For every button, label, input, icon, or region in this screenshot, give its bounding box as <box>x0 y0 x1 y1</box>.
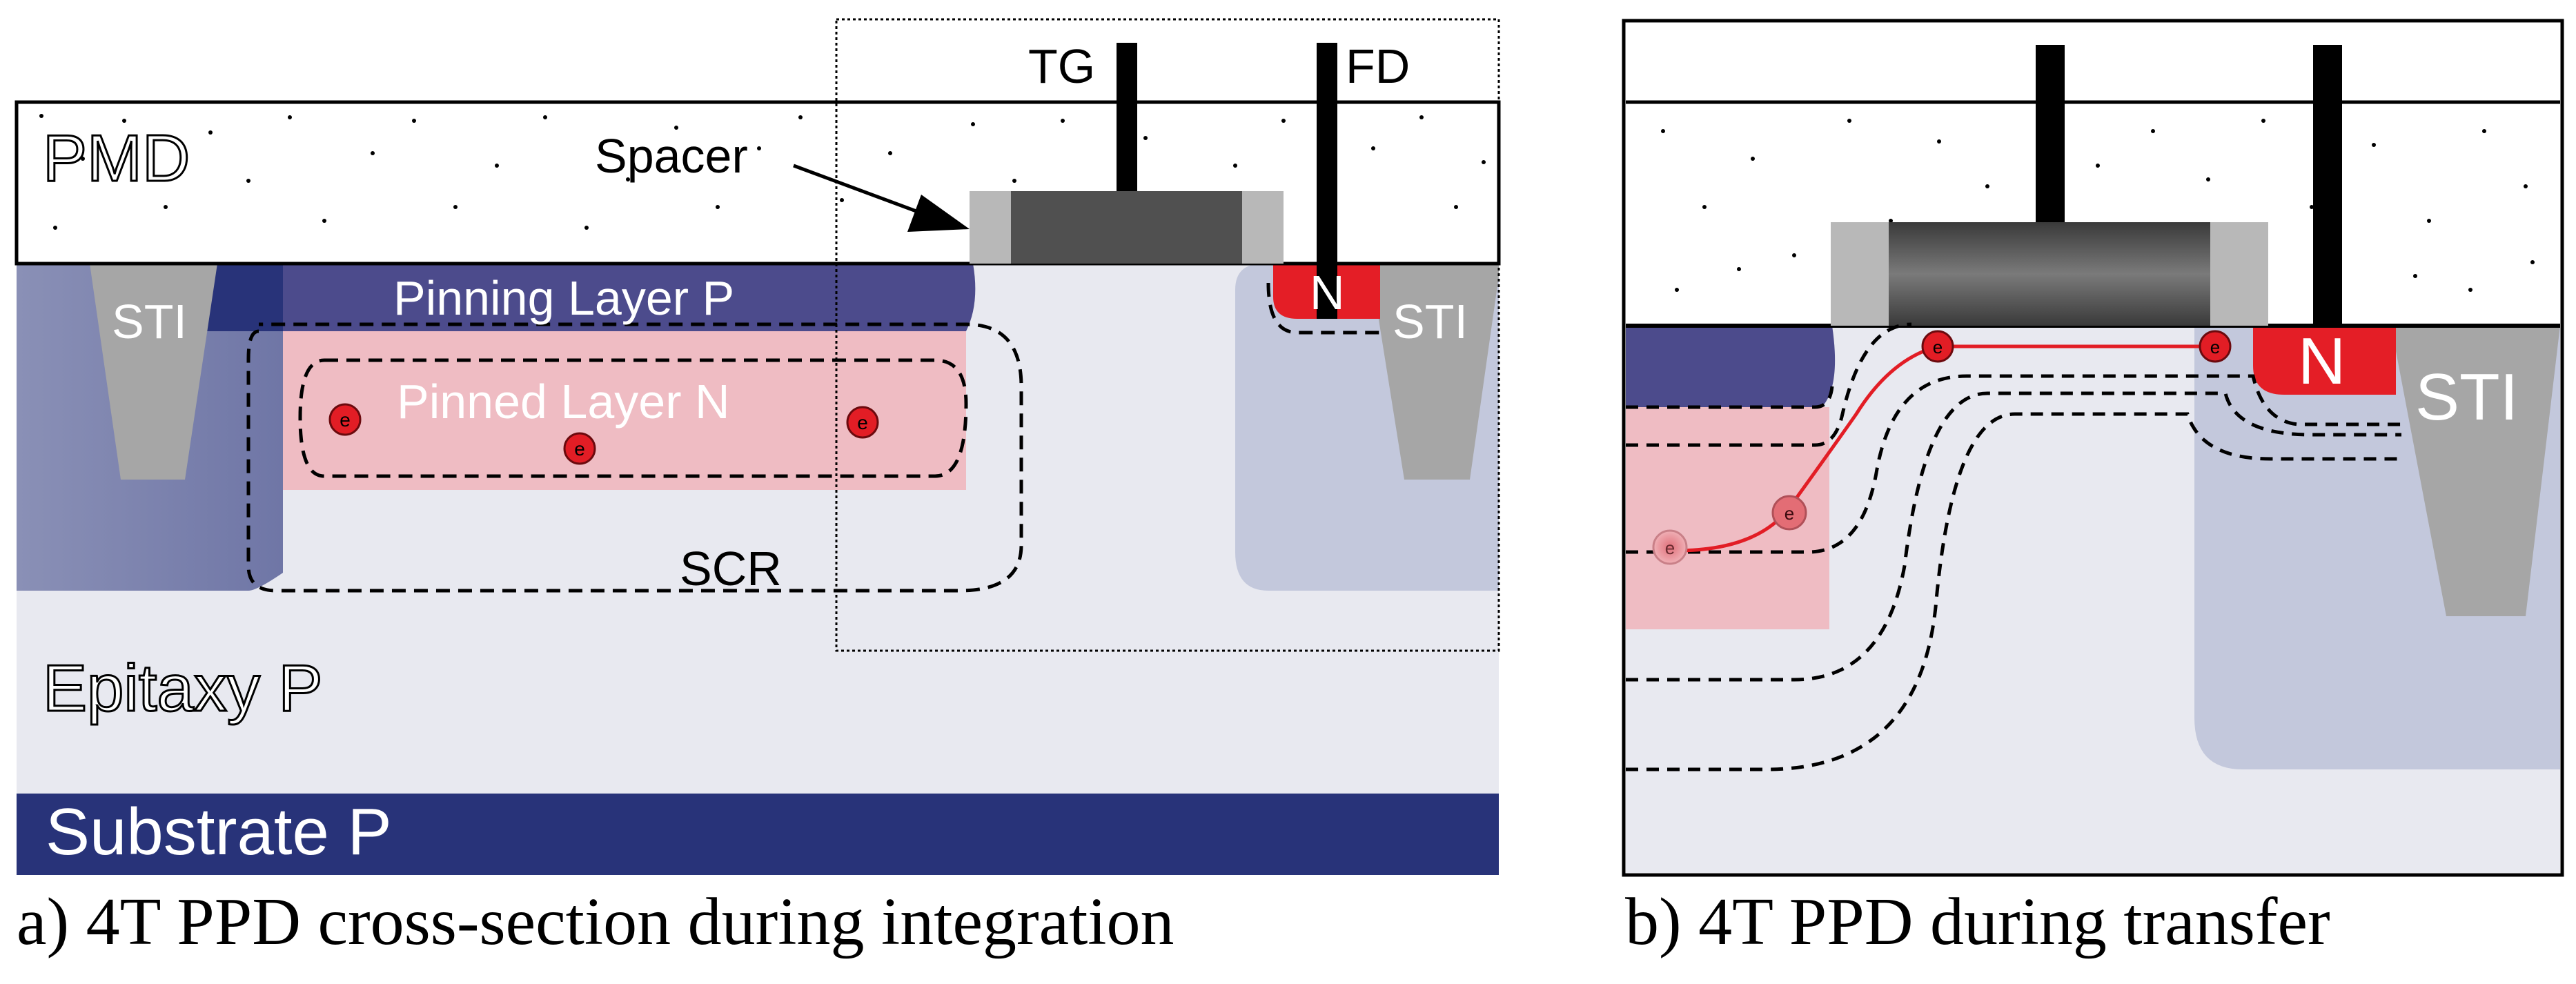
sti-left-label: STI <box>112 295 187 348</box>
spacer-label: Spacer <box>595 129 748 183</box>
panel-b-contour-3 <box>1626 391 2401 682</box>
panel-b-transfer-gate <box>1889 222 2210 326</box>
svg-text:e: e <box>574 438 585 460</box>
tg-contact <box>1117 43 1137 191</box>
electron-ghost: e <box>1771 495 1807 531</box>
pinning-layer-label: Pinning Layer P <box>393 271 734 325</box>
svg-text:e: e <box>1784 503 1794 524</box>
spacer-arrow-head <box>907 195 970 232</box>
panel-b-caption: b) 4T PPD during transfer <box>1625 885 2330 959</box>
panel-b-sti-oxide <box>2391 326 2560 616</box>
panel-b-spacer-left <box>1831 222 1889 326</box>
svg-text:e: e <box>1933 337 1943 357</box>
substrate-label: Substrate P <box>46 795 392 869</box>
electron: e <box>2199 330 2232 363</box>
fd-label: FD <box>1346 39 1410 93</box>
panel-b-fd-n-label: N <box>2298 324 2346 398</box>
pmd-dots <box>39 114 1486 230</box>
electron-transfer-path <box>1669 344 2215 553</box>
panel-b-contour-4 <box>1626 412 2401 771</box>
panel-b-fd-contact <box>2313 45 2342 326</box>
pinning-layer <box>207 264 976 331</box>
svg-text:e: e <box>2210 337 2220 357</box>
svg-text:e: e <box>340 409 351 431</box>
pinned-layer-label: Pinned Layer N <box>397 375 730 429</box>
svg-text:e: e <box>1665 538 1675 558</box>
panel-a: e e e PMD Epitaxy P Substrate P Pinning … <box>14 18 1501 959</box>
panel-b-tg-contact <box>2036 45 2065 222</box>
sti-right-label: STI <box>1393 295 1468 348</box>
electron: e <box>328 403 362 436</box>
panel-a-caption: a) 4T PPD cross-section during integrati… <box>17 885 1174 959</box>
panel-b-contour-1 <box>1626 322 1912 447</box>
electron-ghost: e <box>1652 529 1688 565</box>
panel-b-pinning-layer <box>1626 326 1836 407</box>
gate-spacer-left <box>970 191 1011 264</box>
electron: e <box>563 432 596 465</box>
scr-boundary <box>246 322 1023 593</box>
panel-b-sti-label: STI <box>2415 360 2518 434</box>
scr-label: SCR <box>680 542 782 596</box>
fd-depletion <box>1266 282 1380 335</box>
panel-b: e e e e N STI b) 4T PPD during transfer <box>1622 19 2564 959</box>
panel-b-fd-n-region <box>2253 326 2396 395</box>
panel-b-top-band <box>1626 23 2560 102</box>
electron: e <box>1921 330 1954 363</box>
zoom-box <box>835 18 1500 652</box>
panel-b-pmd-dots <box>1661 119 2535 292</box>
fd-contact <box>1317 43 1337 319</box>
tg-label: TG <box>1028 39 1095 93</box>
fd-n-label: N <box>1310 266 1345 319</box>
panel-b-spacer-right <box>2210 222 2268 326</box>
substrate-region <box>17 794 1499 875</box>
electron: e <box>846 406 879 439</box>
transfer-gate <box>1011 191 1242 264</box>
epitaxy-label: Epitaxy P <box>43 651 323 725</box>
svg-text:e: e <box>857 412 868 433</box>
sti-right-oxide <box>1370 264 1499 480</box>
pinned-layer-depletion <box>298 358 968 478</box>
pmd-label: PMD <box>43 121 190 195</box>
gate-spacer-right <box>1242 191 1284 264</box>
spacer-arrow <box>793 164 939 222</box>
sti-left-oxide <box>90 264 217 480</box>
panel-b-pinned-edge <box>1626 386 1834 409</box>
